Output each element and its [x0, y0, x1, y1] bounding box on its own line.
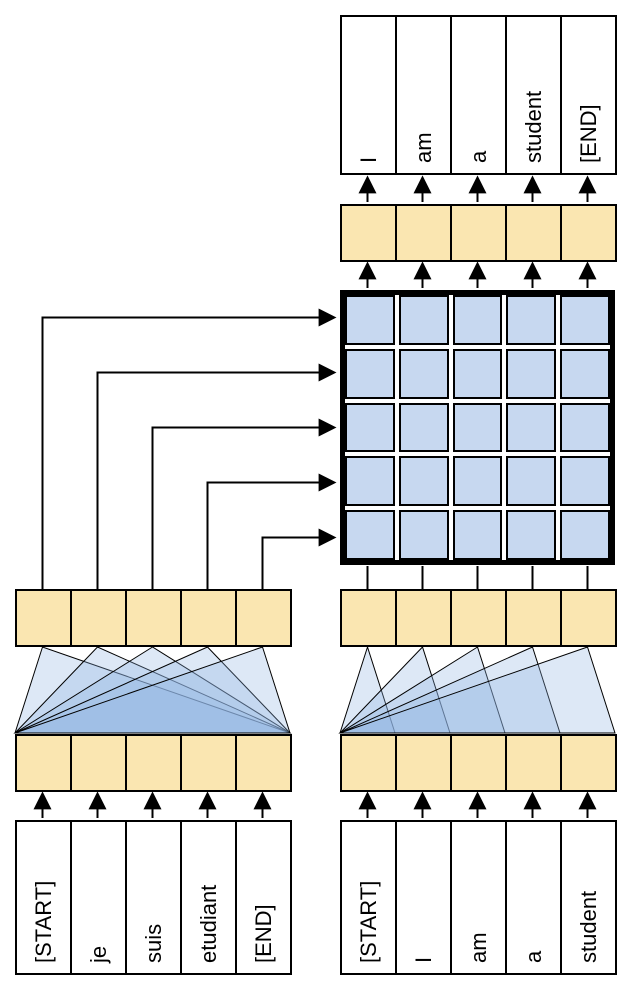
encoder-attention-fan [13, 646, 292, 734]
output-token-box: student [505, 15, 562, 175]
encoder-token-box: suis [125, 820, 182, 975]
elbow-arrow [96, 363, 337, 589]
embedding-box [340, 589, 397, 647]
attention-triangle [13, 646, 292, 734]
embedding-box [235, 734, 292, 792]
embedding-box [450, 589, 507, 647]
encoder-token-box: [START] [15, 820, 72, 975]
decoder-input-arrows [358, 791, 597, 818]
embedding-box [560, 204, 617, 262]
decoder-attention-fan [338, 645, 616, 734]
decoder-to-grid-connectors [366, 566, 589, 589]
decoder-token-box: a [505, 820, 562, 975]
attention-cell [452, 456, 503, 507]
attention-cell [345, 456, 395, 507]
encoder-token-box: [END] [235, 820, 292, 975]
embedding-box [560, 589, 617, 647]
embedding-box [180, 589, 237, 647]
attention-cell [452, 295, 503, 345]
embedding-box [395, 734, 452, 792]
attention-cell [560, 510, 610, 560]
embedding-box [340, 734, 397, 792]
output-token-arrows [358, 175, 597, 202]
attention-cell [345, 295, 395, 345]
attention-cell [345, 402, 395, 453]
embedding-box [505, 589, 562, 647]
attention-cell [506, 510, 557, 560]
embedding-box [180, 734, 237, 792]
encoder-token-box: etudiant [180, 820, 237, 975]
attention-cell [398, 348, 449, 399]
elbow-arrow [151, 418, 337, 589]
attention-triangle [13, 646, 291, 734]
attention-cell [560, 456, 610, 507]
decoder-token-box: I [395, 820, 452, 975]
attention-triangle [14, 646, 291, 734]
output-token-box: [END] [560, 15, 617, 175]
embedding-box [560, 734, 617, 792]
attention-cell [398, 510, 449, 560]
embedding-box [125, 589, 182, 647]
attention-triangle [339, 646, 616, 734]
embedding-box [395, 204, 452, 262]
elbow-arrow [41, 308, 337, 589]
decoder-token-box: am [450, 820, 507, 975]
attention-cell [506, 348, 557, 399]
attention-cell [452, 510, 503, 560]
elbow-arrow [206, 473, 337, 589]
attention-triangle [338, 646, 451, 734]
attention-triangle [14, 646, 292, 734]
attention-triangle [14, 646, 291, 734]
decoder-token-box: student [560, 820, 617, 975]
embedding-box [70, 734, 127, 792]
grid-output-arrows [358, 261, 597, 288]
embedding-box [235, 589, 292, 647]
embedding-box [505, 734, 562, 792]
attention-cell [506, 295, 557, 345]
embedding-box [340, 204, 397, 262]
attention-cell [452, 402, 503, 453]
decoder-token-box: [START] [340, 820, 397, 975]
embedding-box [450, 734, 507, 792]
encoder-to-grid-arrows [41, 308, 337, 589]
attention-triangle [339, 646, 561, 734]
attention-cell [345, 348, 395, 399]
attention-cell [452, 348, 503, 399]
attention-cell [506, 402, 557, 453]
embedding-box [395, 589, 452, 647]
elbow-arrow [261, 528, 337, 589]
attention-cell [398, 295, 449, 345]
embedding-box [70, 589, 127, 647]
output-token-box: a [450, 15, 507, 175]
embedding-box [125, 734, 182, 792]
embedding-box [15, 734, 72, 792]
attention-cell [398, 402, 449, 453]
output-token-box: I [340, 15, 397, 175]
cross-attention-grid [340, 290, 615, 565]
encoder-input-arrows [33, 791, 272, 818]
attention-triangle [339, 645, 396, 734]
attention-cell [398, 456, 449, 507]
embedding-box [15, 589, 72, 647]
attention-triangle [338, 646, 506, 734]
embedding-box [505, 204, 562, 262]
attention-cell [506, 456, 557, 507]
output-token-box: am [395, 15, 452, 175]
attention-cell [560, 295, 610, 345]
attention-cell [560, 348, 610, 399]
attention-cell [345, 510, 395, 560]
embedding-box [450, 204, 507, 262]
attention-cell [560, 402, 610, 453]
encoder-token-box: je [70, 820, 127, 975]
